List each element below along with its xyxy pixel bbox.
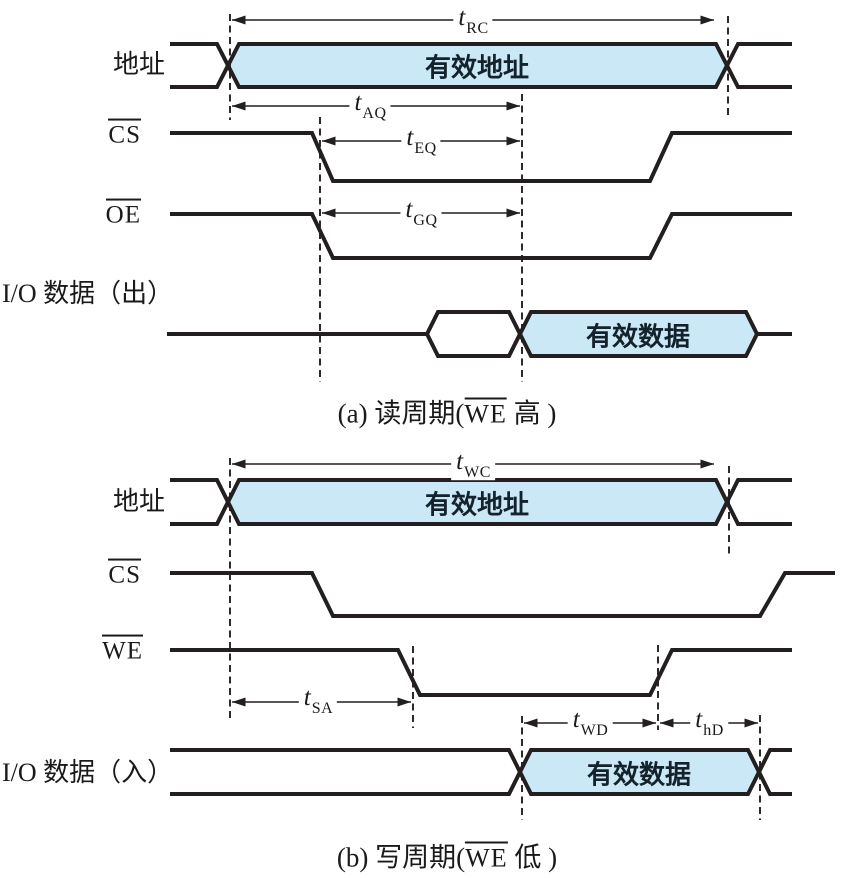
a-io-envelope-lower — [425, 310, 759, 358]
a-signal-label-address: 地址 — [112, 50, 165, 80]
b-valid-address-region — [228, 480, 727, 524]
a-cs-waveform — [170, 131, 792, 183]
a-oe-waveform — [170, 212, 792, 260]
b-signal-label-cs: CS — [40, 558, 141, 590]
diagram-b-dashed-guides — [229, 458, 761, 820]
a-teq-label: tEQ — [401, 124, 441, 157]
a-caption-we-overline: WE — [464, 397, 507, 429]
a-address-line-lower — [170, 42, 792, 89]
b-tsa-label: tSA — [298, 684, 338, 717]
a-taq-label: tAQ — [349, 89, 391, 122]
b-io-line-lower — [170, 748, 792, 796]
a-signal-label-oe: OE — [40, 198, 141, 230]
a-trc-label: tRC — [453, 4, 493, 37]
b-twc-label: tWC — [451, 448, 495, 481]
b-caption: (b) 写周期(WE 低 ) — [336, 841, 558, 873]
a-cs-overline-text: CS — [108, 118, 141, 148]
a-address-line-upper — [170, 42, 792, 89]
a-valid-address-label: 有效地址 — [424, 53, 530, 83]
b-io-line-upper — [170, 748, 792, 796]
a-valid-address-region — [228, 44, 727, 87]
b-cs-waveform — [170, 571, 835, 618]
a-valid-data-region — [520, 312, 757, 356]
diagram-b-waveforms — [170, 478, 835, 796]
a-tgq-label: tGQ — [400, 196, 442, 229]
a-signal-label-cs: CS — [40, 118, 141, 150]
b-signal-label-address: 地址 — [112, 487, 165, 517]
a-oe-overline-text: OE — [105, 198, 141, 228]
a-valid-data-label: 有效数据 — [585, 322, 691, 352]
b-signal-label-io-in: I/O 数据（入） — [2, 758, 174, 788]
b-valid-data-region — [520, 750, 759, 794]
b-signal-label-we: WE — [40, 634, 143, 666]
diagram-a-waveforms — [167, 42, 792, 358]
b-valid-data-label: 有效数据 — [586, 760, 692, 790]
b-address-line-upper — [170, 478, 792, 526]
diagram-a-dashed-guides — [229, 14, 729, 382]
b-cs-overline-text: CS — [108, 558, 141, 588]
a-signal-label-io-out: I/O 数据（出） — [2, 279, 174, 309]
b-address-line-lower — [170, 478, 792, 526]
b-we-overline-text: WE — [102, 634, 143, 664]
a-caption: (a) 读周期(WE 高 ) — [337, 397, 557, 429]
b-caption-we-overline: WE — [465, 841, 508, 873]
b-valid-address-label: 有效地址 — [424, 490, 530, 520]
b-thd-label: thD — [690, 706, 728, 739]
b-we-waveform — [170, 648, 792, 697]
b-twd-label: tWD — [567, 706, 613, 739]
